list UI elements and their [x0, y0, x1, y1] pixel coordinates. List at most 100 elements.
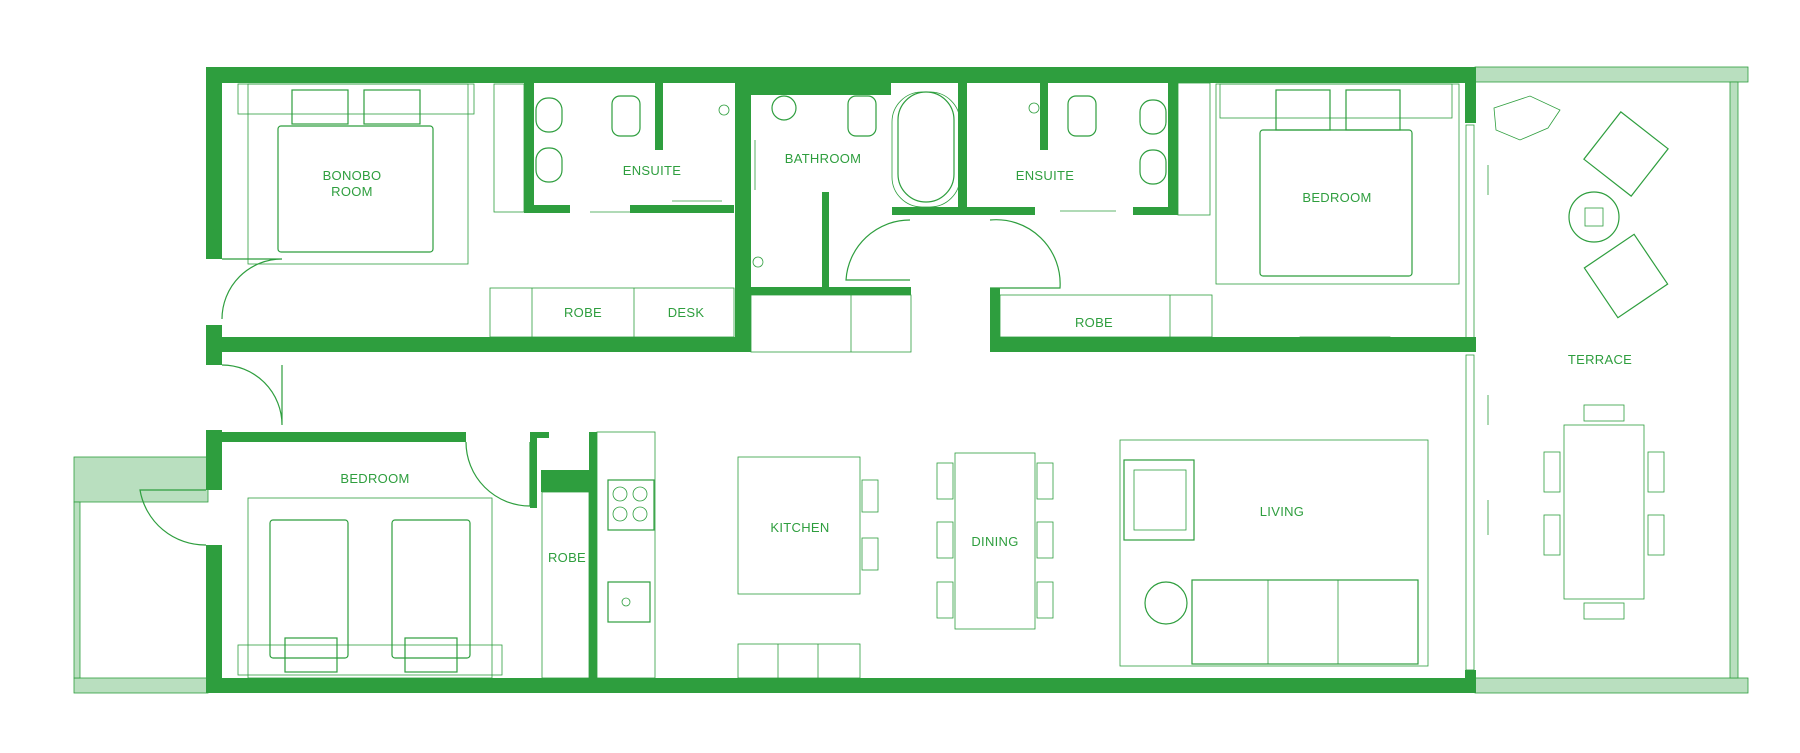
kitchen-cabinet-lower: [737, 643, 861, 679]
wall-corridor-north-right: [990, 337, 1476, 352]
wall-bathroom-east: [958, 67, 967, 215]
basin-3: [1139, 99, 1167, 135]
ensuite-right-fixtures: [1028, 95, 1167, 212]
pillow-1-bonobo: [291, 89, 349, 125]
dining-chair-4: [1036, 462, 1054, 500]
terrace-chair-l2: [1543, 514, 1561, 556]
rug-bedroom-left: [247, 497, 493, 679]
wall-ensuite-right-stub: [1040, 67, 1048, 150]
robe-desk-cabinet: [489, 287, 735, 338]
door-balcony: [139, 489, 207, 546]
wall-east-lower: [1465, 670, 1476, 693]
bath-surround: [891, 91, 961, 208]
window-bedroom: [206, 554, 215, 676]
label-kitchen: KITCHEN: [770, 520, 829, 535]
pillow-single-2: [404, 637, 458, 673]
terrace-top-slab: [1474, 66, 1749, 83]
toilet-bathroom: [847, 95, 877, 137]
headboard-bonobo: [237, 83, 475, 115]
wall-ensuite-right-south: [1133, 207, 1173, 215]
wall-east-upper: [1465, 67, 1476, 123]
wall-robe-right-side: [990, 288, 1000, 352]
wall-bathroom-west: [735, 67, 751, 352]
bedroom-right-furniture: [999, 82, 1460, 345]
dining-chair-6: [1036, 581, 1054, 619]
dining-chair-5: [1036, 521, 1054, 559]
wall-ensuite-right-east: [1168, 67, 1178, 215]
terrace-chair-r2: [1647, 514, 1665, 556]
wall-ensuite-left-west: [524, 67, 534, 213]
terrace-chair-top: [1583, 404, 1625, 422]
terrace-furniture: [1493, 95, 1669, 620]
cooktop: [607, 479, 655, 531]
bath-tub: [897, 91, 955, 203]
balcony-bottom-slab: [73, 677, 209, 694]
wall-ensuite-stub: [655, 67, 663, 150]
window-bedroom-right: [1465, 124, 1475, 341]
terrace-chair-bottom: [1583, 602, 1625, 620]
lounge-chair-1: [1583, 111, 1669, 197]
bed-bonobo: [277, 125, 434, 253]
label-bathroom: BATHROOM: [785, 151, 862, 166]
burner-2: [632, 486, 648, 502]
terrace-bottom-slab: [1474, 677, 1749, 694]
label-robe-top-left: ROBE: [564, 305, 602, 320]
living-furniture: [1119, 439, 1429, 667]
headboard-bedroom-left: [237, 644, 503, 676]
sofa: [1191, 579, 1419, 665]
room-labels: BONOBO ROOM ENSUITE BATHROOM ENSUITE BED…: [323, 151, 1632, 565]
headboard-bedroom-right: [1219, 83, 1453, 119]
burner-1: [612, 486, 628, 502]
label-terrace: TERRACE: [1568, 352, 1632, 367]
dining-chair-2: [936, 521, 954, 559]
bonobo-furniture: [237, 83, 735, 338]
terrace-table: [1563, 424, 1645, 600]
wall-corridor-north-left: [206, 337, 735, 352]
burner-4: [632, 506, 648, 522]
terrace-side-table-inset: [1584, 207, 1604, 227]
wall-robe-corner: [530, 432, 536, 440]
label-bonobo-1: BONOBO: [323, 168, 382, 183]
pillow-2-right: [1345, 89, 1401, 131]
bathroom-cabinet: [750, 294, 912, 353]
doors: [139, 219, 1061, 546]
pillow-2-bonobo: [363, 89, 421, 125]
sink-drain: [621, 597, 631, 607]
side-table: [1144, 581, 1188, 625]
terrace-chair-r1: [1647, 451, 1665, 493]
stool-1: [861, 479, 879, 513]
bed-bedroom-right: [1259, 129, 1413, 277]
kitchen-sink: [607, 581, 651, 623]
terrace-side-table: [1568, 191, 1620, 243]
armchair-seat: [1133, 469, 1187, 531]
armchair: [1123, 459, 1195, 541]
balcony-edge-slab: [73, 501, 81, 679]
bathroom-fixtures: [750, 91, 961, 353]
dining-table: [954, 452, 1036, 630]
door-bonobo: [221, 258, 283, 320]
label-ensuite-right: ENSUITE: [1016, 168, 1074, 183]
wall-robe-lower-west: [530, 432, 537, 508]
label-bedroom-left: BEDROOM: [340, 471, 409, 486]
robe-lower-cabinet: [541, 491, 590, 679]
wall-ensuite-left-south-2: [630, 205, 734, 213]
window-living: [1465, 354, 1475, 671]
terrace-edge-slab: [1729, 81, 1739, 679]
shelf-bonobo: [493, 83, 525, 213]
plant: [1493, 95, 1561, 141]
wall-robe-lower-east: [589, 432, 597, 678]
door-bedroom: [465, 441, 531, 507]
wall-bedroom-north: [206, 432, 466, 442]
drain-bathroom: [752, 256, 764, 268]
drain-ensuite-right: [1028, 102, 1040, 114]
basin-2: [535, 147, 563, 183]
window-bonobo: [206, 89, 215, 231]
door-bedroom-right: [989, 219, 1061, 289]
bed-single-1: [269, 519, 349, 659]
label-living: LIVING: [1260, 504, 1304, 519]
wall-south: [206, 678, 1476, 693]
bench-right: [1299, 336, 1391, 345]
wall-ensuite-left-south: [524, 205, 570, 213]
bedroom-left-furniture: [237, 491, 590, 679]
pillow-single-1: [284, 637, 338, 673]
